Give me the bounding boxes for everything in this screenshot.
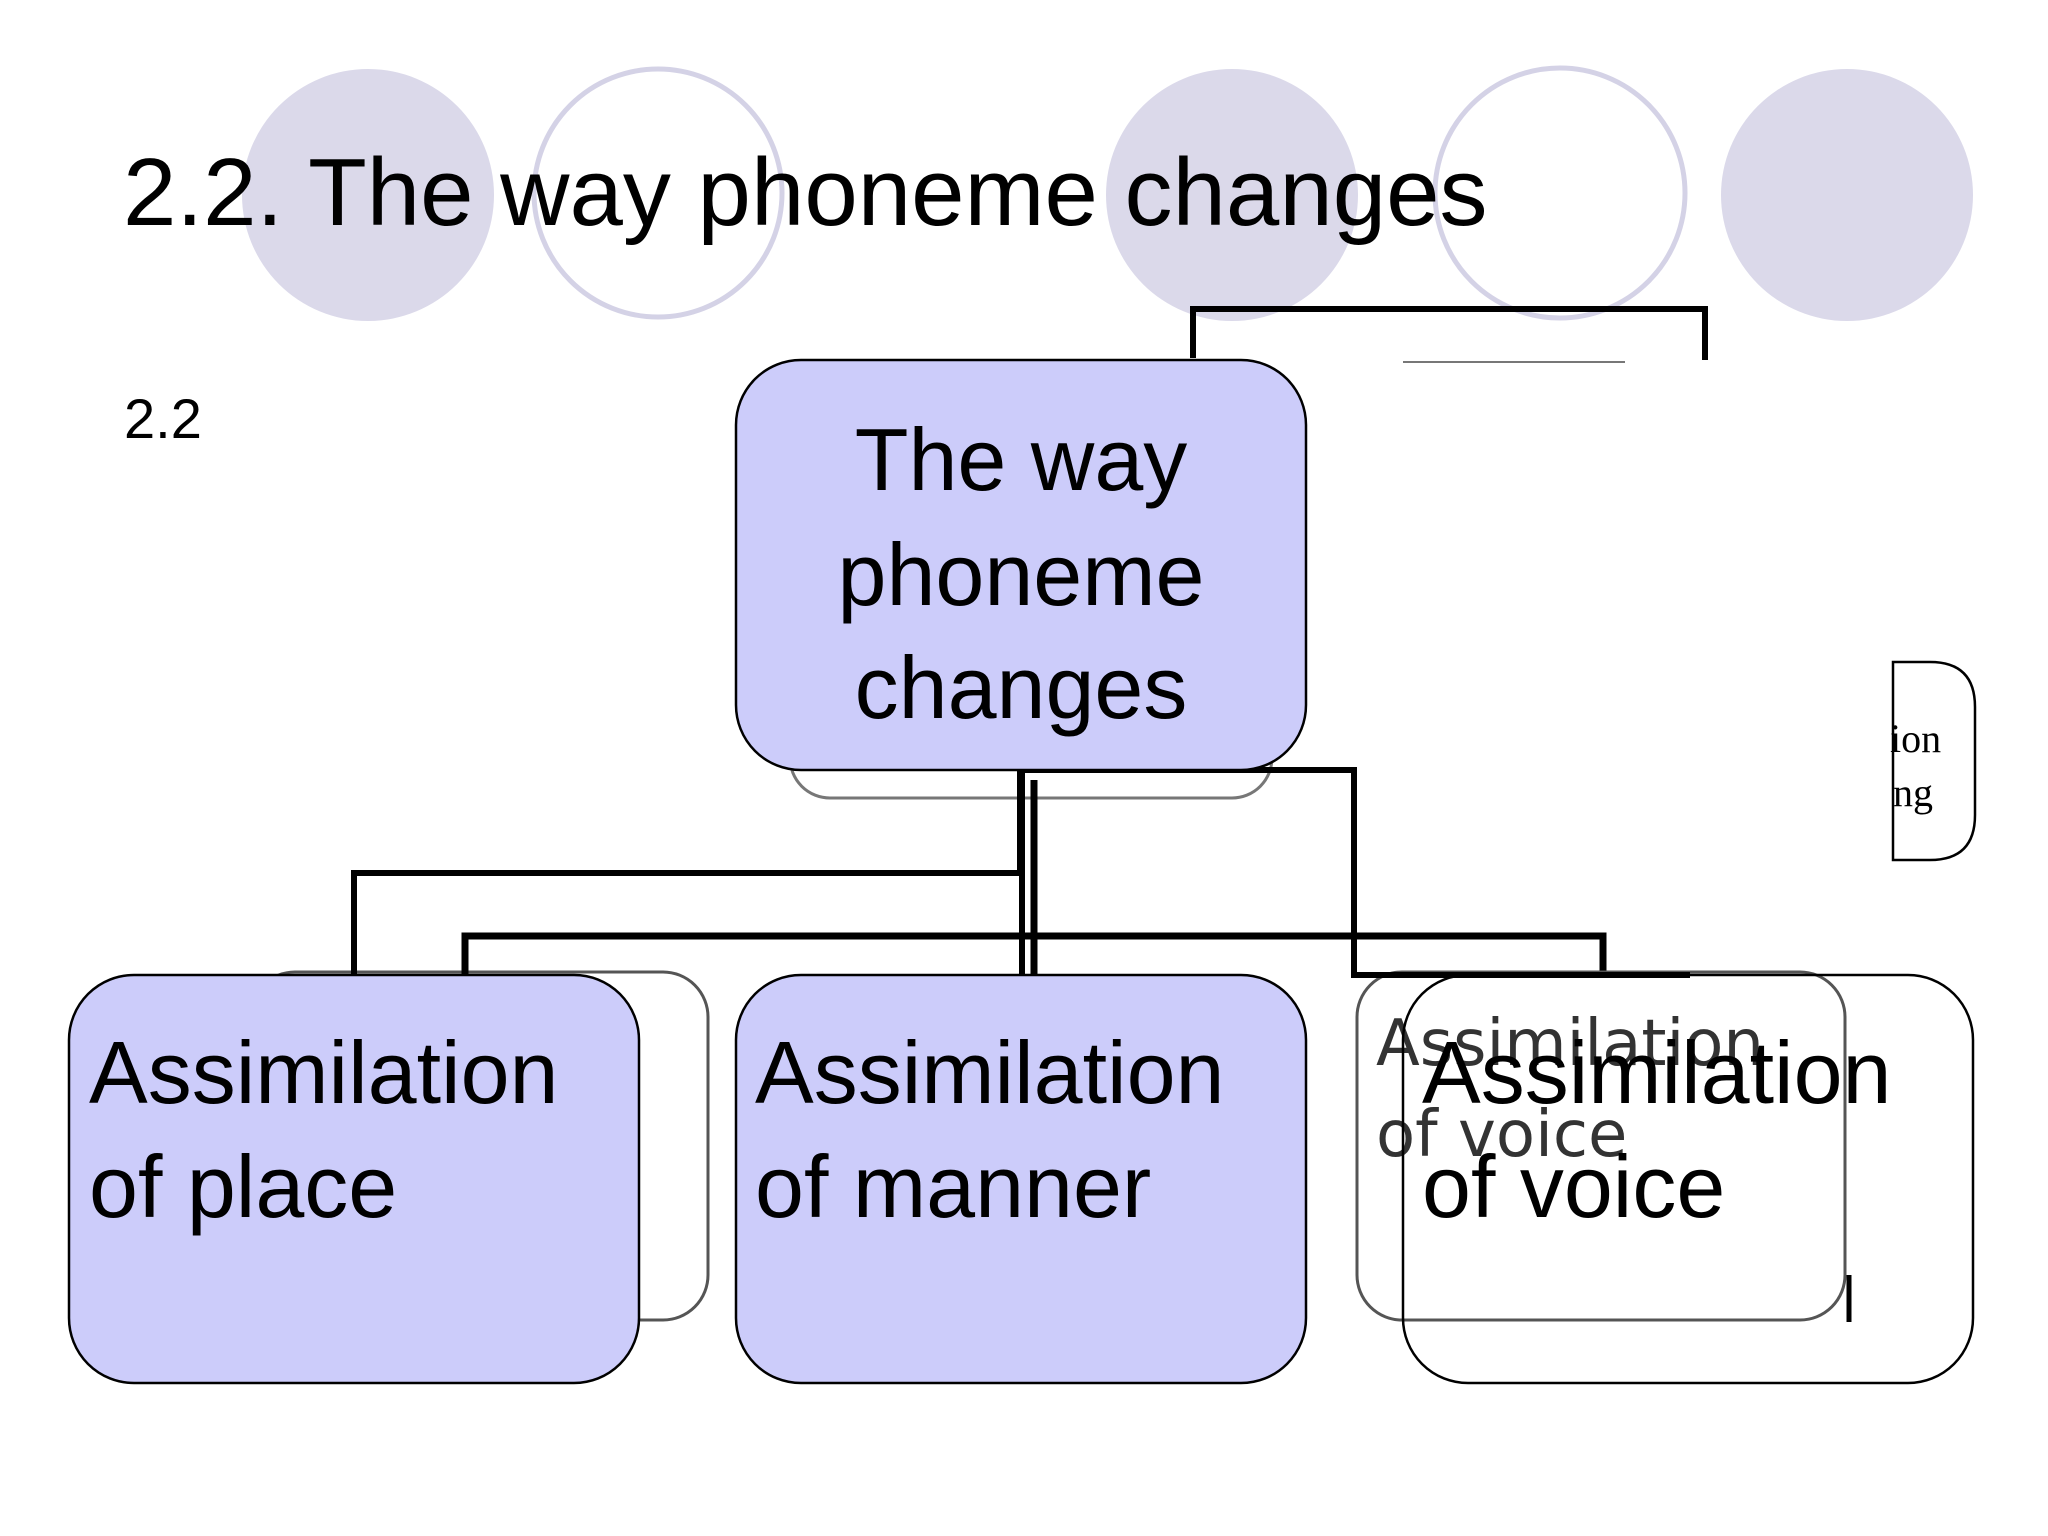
- ghost-node-voice-line-2: of voice: [1376, 1098, 1627, 1172]
- root-node: The way phoneme changes: [734, 358, 1308, 772]
- root-node-line-1: The way: [855, 410, 1188, 509]
- decor-circle-filled-2: [1106, 69, 1358, 321]
- slide-subheading: 2.2: [124, 387, 202, 450]
- background-connector-top: [1190, 306, 1708, 360]
- slide-title: 2.2. The way phoneme changes: [123, 139, 1488, 246]
- connector-root-to-place: [351, 770, 1023, 975]
- background-fragment-line-1: ion: [1890, 716, 1941, 761]
- decor-circle-ring-2: [1432, 65, 1688, 321]
- child-node-voice-box: [1401, 973, 1975, 1385]
- child-node-voice-line-1: Assimilation: [1422, 1023, 1891, 1122]
- background-fragment-line-2: ng: [1893, 770, 1933, 815]
- background-node-fragment: [1891, 660, 1977, 862]
- connector-root-to-voice: [1022, 767, 1690, 978]
- ghost-node-voice-line-1: Assimilation: [1376, 1007, 1764, 1081]
- root-node-line-2: phoneme: [838, 525, 1205, 624]
- child-node-manner-line-1: Assimilation: [755, 1023, 1224, 1122]
- root-node-box: [734, 358, 1308, 772]
- child-node-place: Assimilation of place: [67, 973, 641, 1385]
- child-node-place-line-1: Assimilation: [89, 1023, 558, 1122]
- root-node-line-3: changes: [855, 638, 1188, 737]
- child-node-place-box: [67, 973, 641, 1385]
- child-node-manner-box: [734, 973, 1308, 1385]
- connectors: [351, 767, 1690, 978]
- child-node-voice-line-2: of voice: [1422, 1137, 1725, 1236]
- child-node-voice: Assimilation of voice: [1401, 973, 1975, 1385]
- decor-circle-filled-3: [1721, 69, 1973, 321]
- child-node-manner-line-2: of manner: [755, 1137, 1151, 1236]
- decor-circle-ring-1: [531, 66, 785, 320]
- child-node-manner: Assimilation of manner: [734, 973, 1308, 1385]
- child-node-place-line-2: of place: [89, 1137, 397, 1236]
- decor-circle-filled-1: [242, 69, 494, 321]
